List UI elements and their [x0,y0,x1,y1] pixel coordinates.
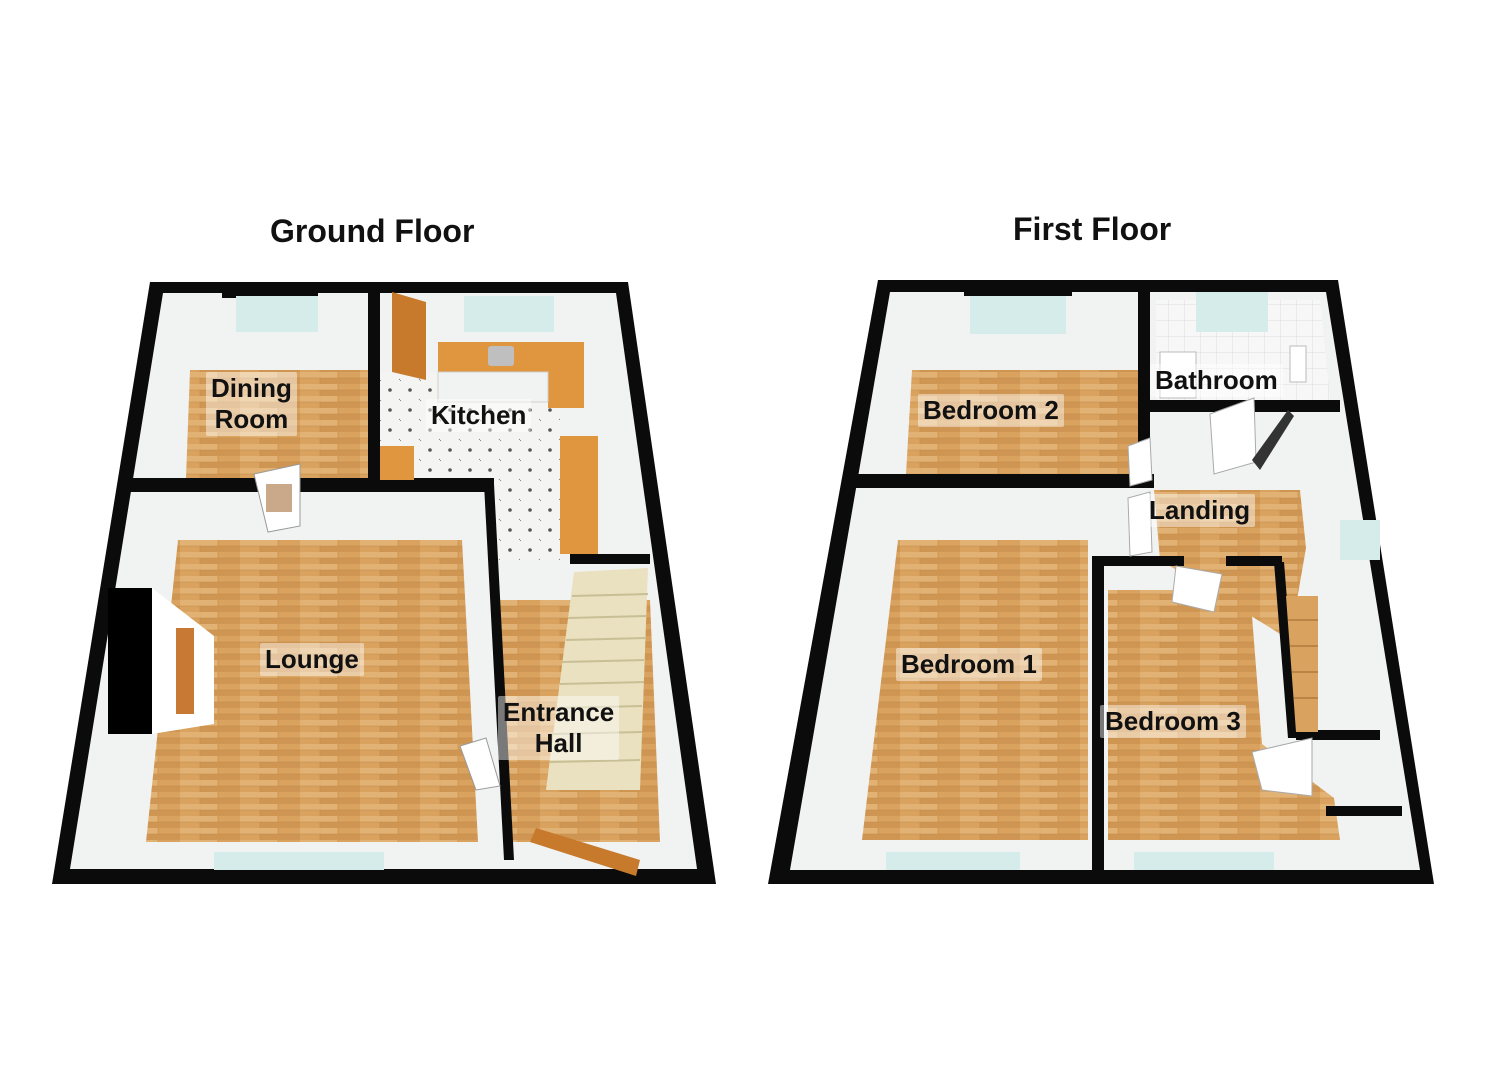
kitchen-counter-top [438,342,584,408]
kitchen-counter-left [380,446,414,480]
basin [1289,345,1307,383]
wall-cupboard [1296,730,1380,740]
bathroom-window-glass [1196,292,1268,332]
room-label-bedroom-2: Bedroom 2 [918,394,1064,427]
first-stairs [1286,596,1318,732]
room-label-entrance-hall: Entrance Hall [498,696,620,760]
bath-tub [1159,351,1197,399]
wall-bed3-top-right [1226,556,1282,566]
bedroom-1-door [1127,491,1153,557]
bedroom-2-door [1127,437,1153,487]
wall-kitchen-hall [570,554,650,564]
lounge-floor [146,540,478,842]
first-floor [768,280,1434,884]
bedroom-1-window-glass [886,852,1020,870]
landing-window-glass [1340,520,1380,560]
room-label-lounge: Lounge [260,643,364,676]
kitchen-counter-right [560,436,598,554]
wall-bed1-bed3 [1092,560,1104,880]
hearth [176,628,194,714]
door-glazing [266,484,292,512]
bedroom-3-window-glass [1134,852,1274,870]
wall-dining-kitchen [368,282,380,492]
room-label-bedroom-1: Bedroom 1 [896,648,1042,681]
wall-lounge-hall [484,484,514,860]
airing-cupboard-door [1252,410,1294,470]
wall-dining-lounge [126,478,494,492]
back-door [392,292,426,380]
bedroom-2-window-glass [970,296,1066,334]
room-label-landing: Landing [1144,494,1256,527]
front-door [530,828,640,876]
dining-window-glass [236,296,318,332]
cupboard-door [1251,737,1313,797]
room-label-dining-room: Dining Room [206,372,297,436]
dining-room-floor [186,370,368,478]
room-label-bedroom-3: Bedroom 3 [1100,705,1246,738]
ground-floor [52,282,716,884]
kitchen-cupboards [437,371,549,403]
wall-bed3-right [1274,562,1298,738]
lounge-hall-door [459,737,501,791]
first-floor-title: First Floor [1013,211,1172,247]
ground-stairs [546,568,649,790]
ground-floor-title: Ground Floor [270,213,475,249]
wall-cupboard-low [1326,806,1402,816]
bedroom-2-floor [906,370,1138,474]
kitchen-sink [488,346,514,366]
lounge-window-glass [214,852,384,870]
kitchen-window-glass [464,296,554,332]
wall-bed3-top [1092,556,1184,566]
bedroom-3-door [1171,565,1223,613]
fireplace [108,588,152,734]
room-label-kitchen: Kitchen [426,399,532,432]
kitchen-floor [380,372,560,560]
wall-bed2-bath [1138,280,1150,488]
bedroom-1-floor [862,540,1088,840]
wall-bed2-bed1 [846,474,1154,488]
room-label-bathroom: Bathroom [1150,364,1283,397]
